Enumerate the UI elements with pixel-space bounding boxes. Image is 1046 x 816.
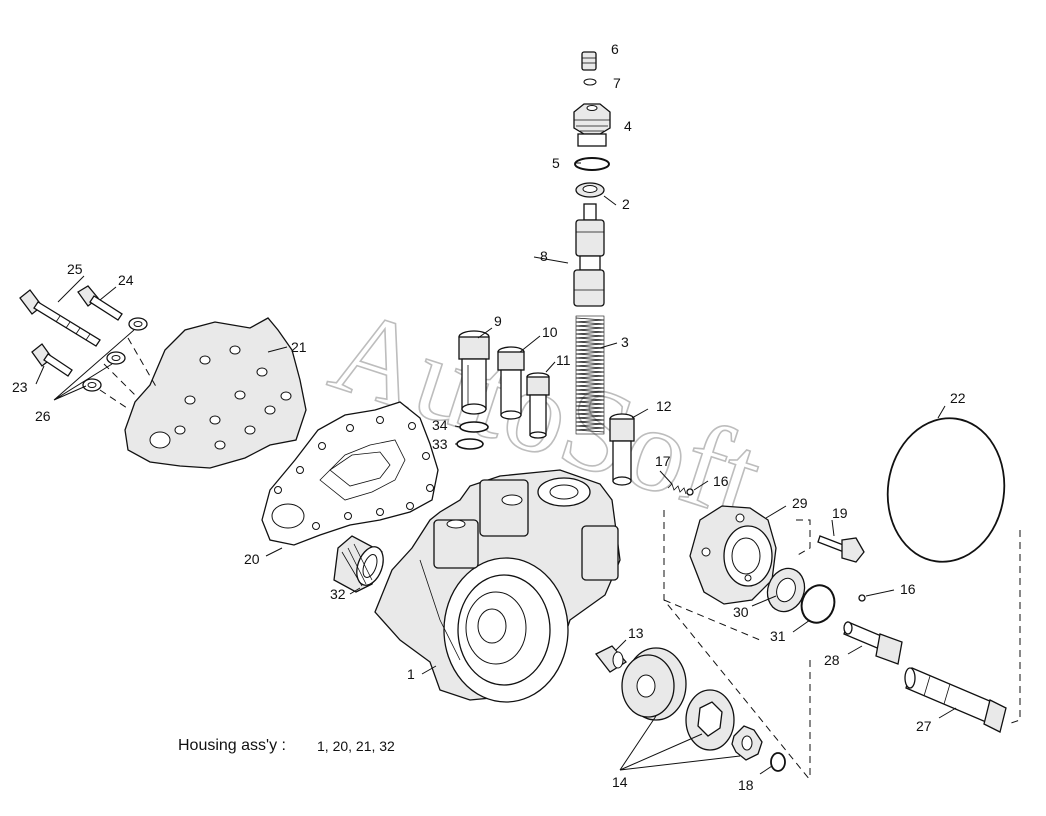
part-6-plug [581,51,597,71]
part-9-valve-sleeve [458,330,490,415]
label-29: 29 [792,495,808,511]
part-20-gasket [261,401,439,546]
label-20: 20 [244,551,260,567]
part-2-washer [575,182,605,198]
label-25: 25 [67,261,83,277]
part-10-valve-sleeve [497,346,525,420]
label-24: 24 [118,272,134,288]
label-21: 21 [291,339,307,355]
part-16-ball-lower [858,594,866,602]
part-4-nut [573,103,611,147]
label-27: 27 [916,718,932,734]
part-27-input-shaft [904,667,1007,733]
part-19-bolt [817,535,865,563]
part-30-bearing [766,567,806,613]
part-31-snap-ring [800,584,836,624]
part-24-bolt [77,285,123,321]
part-25-long-bolt [19,289,101,347]
label-16-lower: 16 [900,581,916,597]
part-22-large-oring [886,417,1006,563]
label-14: 14 [612,774,628,790]
part-23-bolt [31,343,73,377]
label-31: 31 [770,628,786,644]
label-6: 6 [611,41,619,57]
part-8-spool [573,203,605,307]
part-14-inner-gear [731,725,763,761]
label-8: 8 [540,248,548,264]
label-5: 5 [552,155,560,171]
label-28: 28 [824,652,840,668]
label-10: 10 [542,324,558,340]
label-11: 11 [556,352,571,368]
label-18: 18 [738,777,754,793]
label-16-upper: 16 [713,473,729,489]
leader-lines [35,162,957,775]
label-30: 30 [733,604,749,620]
part-13-bearing [595,645,627,673]
label-23: 23 [12,379,28,395]
label-33: 33 [432,436,448,452]
label-13: 13 [628,625,644,641]
housing-assy-parts: 1, 20, 21, 32 [317,738,395,754]
part-number-labels: 6 7 4 5 2 8 9 10 3 11 12 34 33 17 16 29 … [12,41,966,793]
part-11-valve-sleeve [526,372,550,439]
part-7-oring [583,78,597,86]
label-26: 26 [35,408,51,424]
label-32: 32 [330,586,346,602]
part-21-cover-plate [124,317,307,469]
label-2: 2 [622,196,630,212]
part-32-needle-bearing [333,535,384,593]
label-1: 1 [407,666,415,682]
label-12: 12 [656,398,672,414]
part-28-shaft [843,621,903,665]
part-14-pump-body [621,647,687,721]
part-33-oring [456,438,484,450]
part-3-spring [575,315,605,435]
label-19: 19 [832,505,848,521]
label-7: 7 [613,75,621,91]
part-5-oring [574,157,610,171]
assembly-dashed-lines [99,337,1021,781]
part-26-washers [82,317,148,392]
housing-assy-label: Housing ass'y : [178,737,286,754]
label-17: 17 [655,453,671,469]
part-1-housing [374,469,621,703]
label-4: 4 [624,118,632,134]
label-3: 3 [621,334,629,350]
label-34: 34 [432,417,448,433]
part-14-outer-gear [685,689,735,751]
part-29-pump-cover [689,505,777,605]
part-34-oring [459,421,489,433]
label-9: 9 [494,313,502,329]
part-12-valve-sleeve [609,413,635,486]
part-16-ball-upper [686,488,694,496]
label-22: 22 [950,390,966,406]
part-18-snap-ring [770,752,786,772]
